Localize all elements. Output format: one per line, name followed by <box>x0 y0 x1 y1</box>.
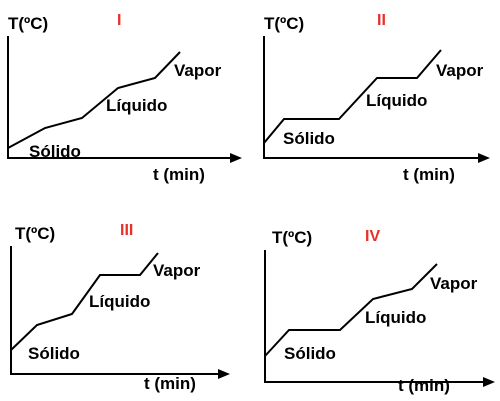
panel-i-phase-vapor: Vapor <box>174 61 222 80</box>
panel-i-axes <box>7 36 232 159</box>
panel-iv-heating-curve <box>264 263 438 357</box>
panel-iv-phase-vapor: Vapor <box>430 274 478 293</box>
panel-i-phase-solid: Sólido <box>29 142 81 161</box>
panel-iii-y-axis-label: T(ºC) <box>15 224 55 243</box>
panel-ii-phase-liquid: Líquido <box>366 91 427 110</box>
panel-i-numeral: I <box>117 12 121 29</box>
panel-i-heating-curve <box>7 51 181 149</box>
panel-ii: T(ºC) II Sólido Líquido Vapor t (min) <box>263 12 490 184</box>
panel-i-y-axis-label: T(ºC) <box>8 14 48 33</box>
panel-iv-numeral: IV <box>365 228 380 245</box>
panel-ii-phase-vapor: Vapor <box>436 61 484 80</box>
panel-iii-heating-curve <box>10 252 159 351</box>
panel-iv: T(ºC) IV Sólido Líquido Vapor t (min) <box>264 228 495 395</box>
panel-ii-phase-solid: Sólido <box>283 129 335 148</box>
panel-i-phase-liquid: Líquido <box>106 96 167 115</box>
panel-iii-axes <box>10 246 220 375</box>
panel-iii-x-axis-label: t (min) <box>144 374 196 393</box>
panel-i-x-arrow <box>230 153 242 163</box>
panel-iii-phase-solid: Sólido <box>28 344 80 363</box>
panel-iii-phase-vapor: Vapor <box>153 261 201 280</box>
panel-iv-phase-solid: Sólido <box>284 344 336 363</box>
panel-ii-numeral: II <box>377 12 386 29</box>
panel-iv-x-axis-label: t (min) <box>398 376 450 395</box>
panel-i-x-axis-label: t (min) <box>153 165 205 184</box>
panel-i: T(ºC) I Sólido Líquido Vapor t (min) <box>7 12 242 184</box>
panel-iv-x-arrow <box>483 377 495 387</box>
panel-iii-x-arrow <box>218 369 230 379</box>
panel-iv-phase-liquid: Líquido <box>365 308 426 327</box>
panel-iv-axes <box>264 250 485 383</box>
panel-iii: T(ºC) III Sólido Líquido Vapor t (min) <box>10 222 230 393</box>
panel-iv-y-axis-label: T(ºC) <box>272 228 312 247</box>
panel-ii-x-arrow <box>478 153 490 163</box>
panel-ii-y-axis-label: T(ºC) <box>264 14 304 33</box>
panel-ii-axes <box>263 36 480 159</box>
panel-ii-heating-curve <box>263 49 442 144</box>
panel-iii-numeral: III <box>120 222 133 239</box>
panel-iii-phase-liquid: Líquido <box>89 292 150 311</box>
panel-ii-x-axis-label: t (min) <box>403 165 455 184</box>
